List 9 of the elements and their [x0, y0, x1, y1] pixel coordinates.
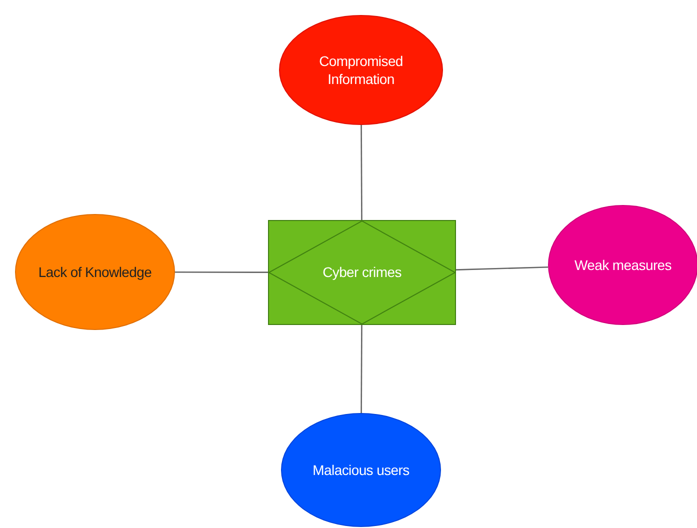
- node-label: Weak measures: [574, 256, 672, 274]
- node-label: Compromised Information: [318, 52, 404, 88]
- connector-line: [360, 325, 362, 413]
- node-label: Malacious users: [312, 460, 410, 480]
- node-label: Lack of Knowledge: [38, 262, 152, 282]
- node-label: Cyber crimes: [322, 263, 402, 282]
- connector-line: [456, 266, 548, 270]
- connector-line: [360, 125, 362, 220]
- connector-line: [175, 272, 268, 273]
